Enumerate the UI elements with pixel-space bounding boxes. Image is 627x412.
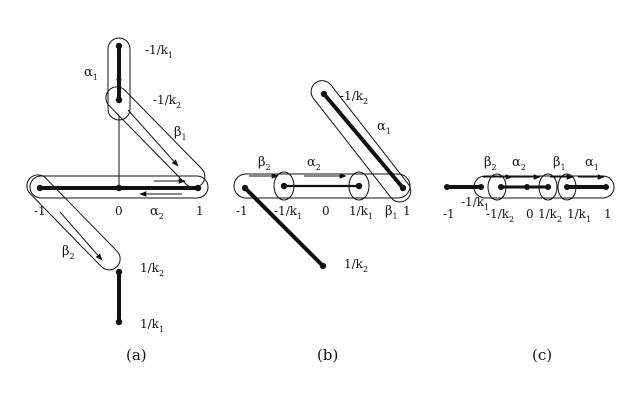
label-neg-inv-k2-b: -1/k2 [340,89,368,106]
labels-b: -1/k2 α1 β2 α2 -1 -1/k1 0 1/k1 β1 1 1/k2… [236,89,411,364]
cut-alpha1-b [322,92,405,190]
label-inv-k1-c: 1/k1 [567,207,591,224]
label-zero-c: 0 [526,207,534,221]
caption-a: (a) [126,346,147,364]
cut-lower-b [243,186,325,268]
label-neg-inv-k1-c: -1/k1 [461,195,489,212]
label-beta1-b: β1 [385,204,398,221]
label-one-c: 1 [604,207,612,221]
label-neg-one-b: -1 [236,204,248,218]
label-alpha1-b: α1 [377,119,391,136]
arrow-beta1-a [127,109,179,167]
label-inv-k2-b: 1/k2 [344,257,368,274]
label-neg-one-c: -1 [443,207,455,221]
label-inv-k1-b: 1/k1 [349,204,373,221]
label-alpha2-a: α2 [150,204,164,221]
panel-b [233,80,412,268]
label-one-a: 1 [196,204,204,218]
capsule-alpha1-b [310,80,412,203]
labels-a: -1/k1 α1 -1/k2 β1 -1 0 α2 1 β2 1/k2 1/k1… [34,43,204,364]
label-beta1-c: β1 [553,155,566,172]
label-neg-one-a: -1 [34,204,46,218]
labels-c: β2 α2 β1 α1 -1/k1 -1 -1/k2 0 1/k2 1/k1 1… [443,155,612,364]
label-alpha1-a: α1 [84,65,98,82]
label-beta1-a: β1 [174,125,187,142]
caption-b: (b) [317,346,338,364]
label-zero-a: 0 [115,204,123,218]
label-neg-inv-k1-a: -1/k1 [145,43,173,60]
label-inv-k2-a: 1/k2 [140,261,164,278]
label-zero-b: 0 [322,204,330,218]
label-alpha2-c: α2 [512,155,526,172]
panel-c-points [444,184,609,190]
arrow-beta2-a [59,211,103,261]
caption-c: (c) [532,346,552,364]
label-inv-k2-c: 1/k2 [538,207,562,224]
label-inv-k1-a: 1/k1 [140,317,164,334]
label-beta2-b: β2 [258,155,271,172]
panel-c [447,173,615,201]
capsule-beta2-a [26,174,121,271]
label-neg-inv-k2-c: -1/k2 [486,207,514,224]
label-beta2-c: β2 [484,155,497,172]
label-neg-inv-k2-a: -1/k2 [153,93,181,110]
capsule-beta1-a [105,86,206,188]
label-beta2-a: β2 [62,244,75,261]
label-alpha1-c: α1 [585,155,599,172]
label-one-b: 1 [403,204,411,218]
panel-b-points [241,90,407,270]
panel-a-points [36,42,202,326]
panel-a [26,37,209,322]
label-alpha2-b: α2 [307,155,321,172]
label-neg-inv-k1-b: -1/k1 [274,204,302,221]
